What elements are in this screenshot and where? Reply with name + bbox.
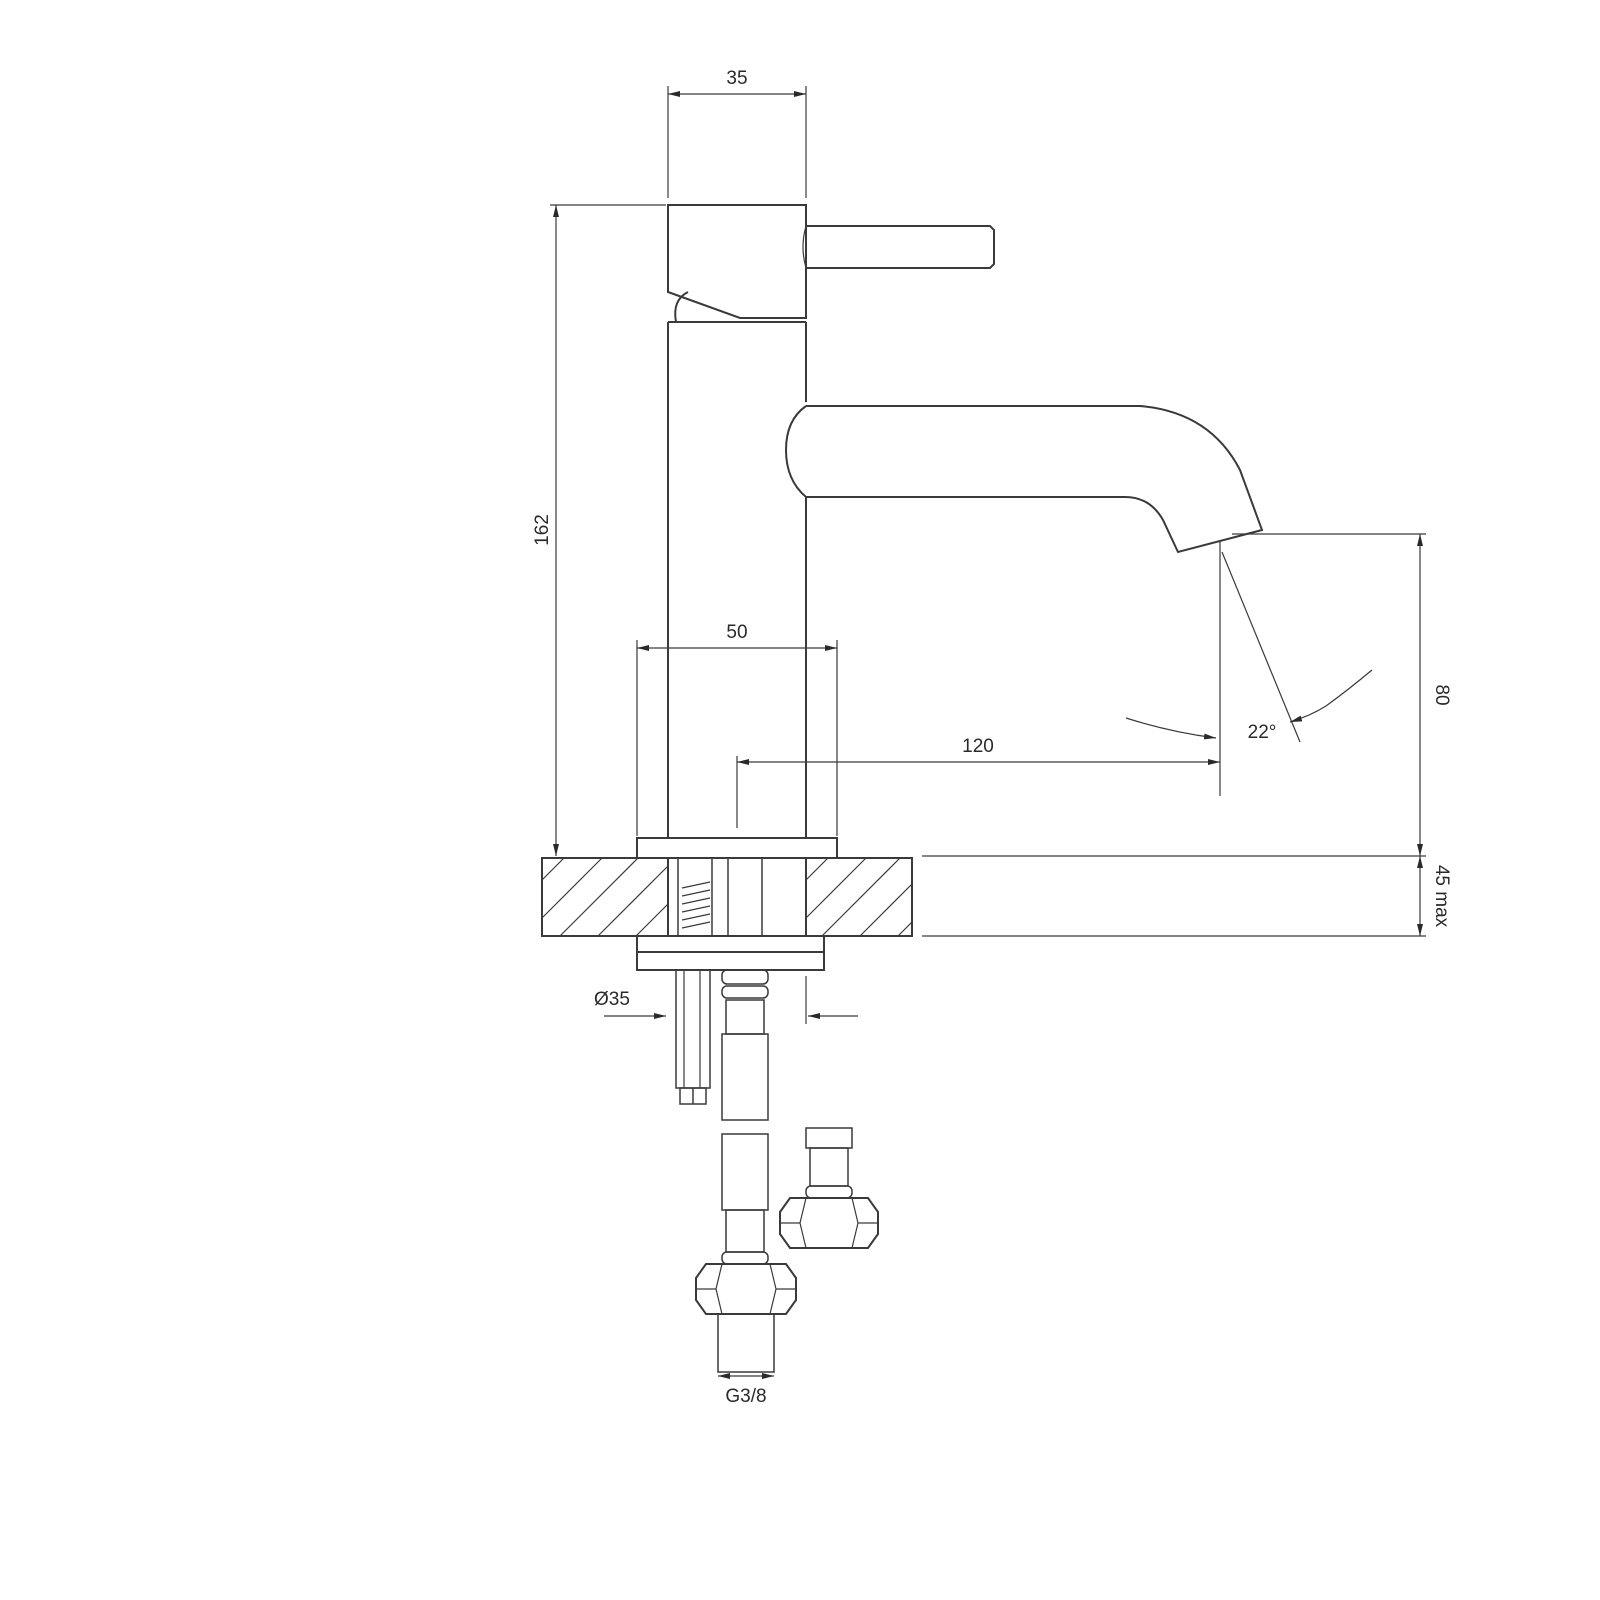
- dimension-label-80: 80: [1431, 684, 1452, 705]
- dimension-shank-diameter: Ø35: [594, 976, 858, 1024]
- flexible-hose-second: [779, 1127, 879, 1249]
- dimension-total-height: 162: [532, 204, 666, 856]
- flexible-hose-top: [721, 969, 769, 1121]
- dimension-body-width: 35: [667, 68, 807, 198]
- base-plate: [636, 837, 838, 859]
- dimension-label-22deg: 22°: [1248, 722, 1277, 743]
- dimension-spout-reach: 120: [736, 540, 1221, 828]
- dimension-base-width: 50: [636, 622, 838, 836]
- dimension-deck-thickness: 45 max: [1417, 856, 1452, 936]
- dimension-connection-thread: G3/8: [718, 1373, 774, 1407]
- dimension-label-45-max: 45 max: [1431, 865, 1452, 928]
- dimension-label-120: 120: [962, 736, 994, 757]
- dimension-spout-height: 80: [1232, 533, 1452, 856]
- fixing-stud: [675, 969, 711, 1105]
- worktop-hatch-left: [541, 857, 669, 937]
- flexible-hose-bottom: [695, 1133, 797, 1373]
- dimension-spout-angle: 22°: [1125, 551, 1373, 743]
- handle-body: [667, 204, 995, 323]
- back-nut: [636, 935, 825, 971]
- tap-body: [667, 321, 807, 838]
- dimension-label-162: 162: [532, 514, 553, 546]
- worktop-hatch-right: [805, 857, 913, 937]
- spout: [784, 405, 1264, 554]
- dimension-label-diameter-35: Ø35: [594, 989, 630, 1010]
- dimension-label-50: 50: [726, 622, 747, 643]
- worktop-section: [541, 857, 913, 937]
- shank-thread: [681, 881, 711, 929]
- dimension-label-35: 35: [726, 68, 747, 89]
- dimension-label-g38: G3/8: [725, 1386, 766, 1407]
